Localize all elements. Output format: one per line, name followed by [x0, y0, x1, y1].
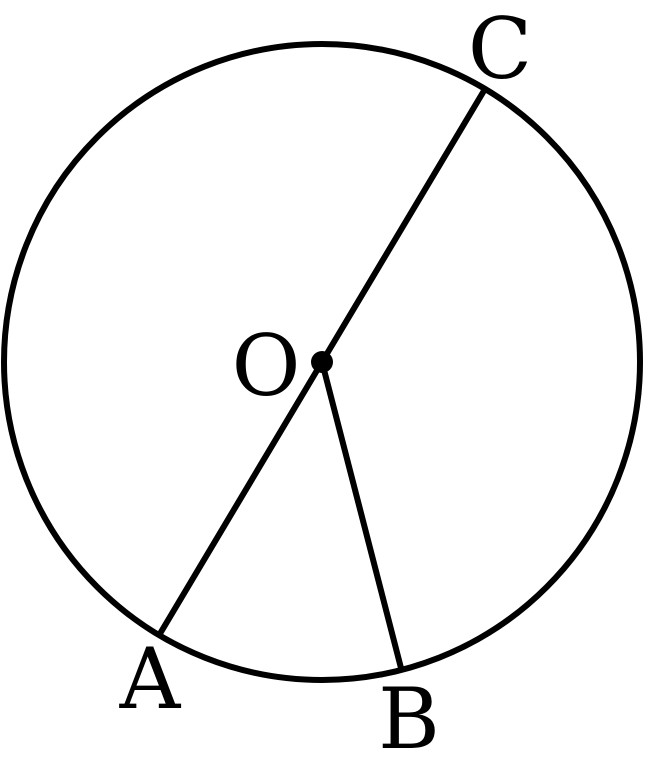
label-a: A: [119, 630, 182, 728]
label-o: O: [232, 317, 301, 415]
radius-ob: [319, 359, 404, 671]
center-point-o: [311, 351, 333, 373]
label-c: C: [468, 0, 532, 98]
radius-oa: [158, 359, 325, 635]
circle-o: [1, 41, 643, 683]
radius-oc: [319, 86, 488, 365]
label-b: B: [378, 670, 440, 768]
